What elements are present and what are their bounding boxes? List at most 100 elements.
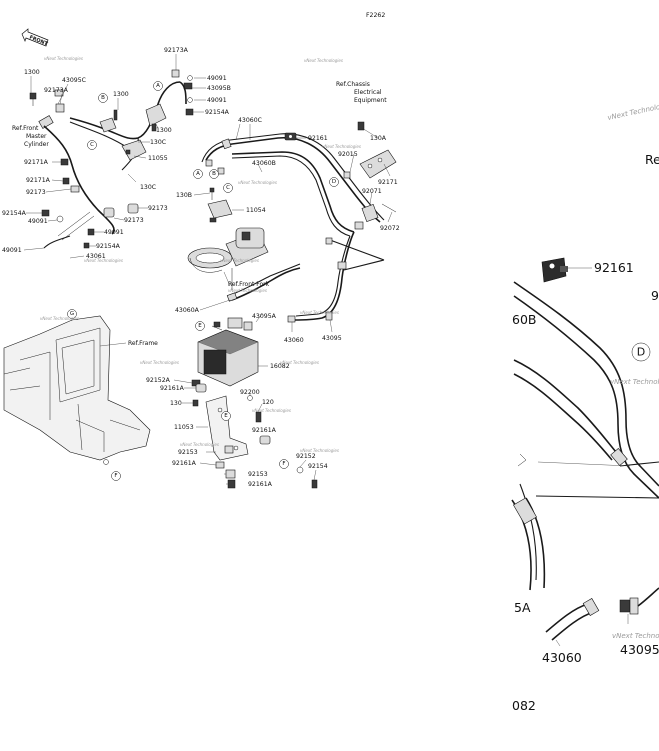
label-43095C: 43095C	[62, 77, 86, 84]
hose-43060A	[231, 267, 301, 301]
callout-circles: A B C A B C D E E F F G	[67, 81, 339, 481]
svg-text:vNext Technologies: vNext Technologies	[40, 316, 79, 321]
zoom-label-5A: 5A	[514, 600, 531, 615]
svg-text:G: G	[70, 311, 74, 317]
label-43060B: 43060B	[252, 160, 276, 167]
label-92171A-b: 92171A	[26, 177, 51, 184]
zoomed-detail-panel: D vNext Technologies vNext Technologies …	[511, 100, 659, 713]
svg-text:vNext Technologies: vNext Technologies	[220, 258, 259, 263]
svg-text:vNext Technologies: vNext Technologies	[304, 58, 343, 63]
svg-text:D: D	[637, 346, 645, 359]
svg-text:F: F	[282, 461, 285, 467]
ref-front-master-cylinder-2: Master	[26, 133, 47, 140]
label-49091-d: 49091	[104, 229, 124, 236]
label-130C-a: 130C	[150, 139, 166, 146]
zoom-label-9: 9	[651, 288, 659, 303]
svg-text:vNext Technologies: vNext Technologies	[44, 56, 83, 61]
label-49091-c: 49091	[28, 218, 48, 225]
label-130: 130	[170, 400, 182, 407]
label-92152A: 92152A	[146, 377, 171, 384]
label-43060: 43060	[284, 337, 304, 344]
ref-chassis-electrical-3: Equipment	[354, 97, 387, 104]
svg-text:vNext Technologies: vNext Technologies	[84, 258, 123, 263]
svg-text:E: E	[224, 413, 228, 419]
label-43061: 43061	[86, 253, 106, 260]
svg-text:D: D	[332, 179, 336, 185]
label-92161A-c: 92161A	[172, 460, 197, 467]
top-fitting-stack	[171, 69, 194, 116]
junction-block-11055	[121, 139, 147, 161]
label-92153-b: 92153	[248, 471, 268, 478]
label-92154A-c: 92154A	[96, 243, 121, 250]
front-master-cylinder-area	[29, 92, 65, 129]
hose-43060B	[231, 151, 355, 233]
junction-1300	[54, 89, 167, 133]
zoom-hose-lower	[513, 359, 617, 453]
label-43060A: 43060A	[175, 307, 200, 314]
clamp-11054	[207, 187, 233, 223]
hose-43095C	[43, 125, 115, 235]
zoom-clamp-92161	[541, 257, 568, 283]
svg-text:A: A	[156, 83, 160, 89]
front-arrow-icon: FRONT	[21, 28, 49, 48]
ref-chassis-electrical: Ref.Chassis	[336, 81, 370, 88]
label-92153-a: 92153	[178, 449, 198, 456]
zoom-label-60B: 60B	[512, 312, 536, 327]
svg-text:vNext Technologies: vNext Technologies	[607, 100, 659, 122]
label-92152: 92152	[296, 453, 316, 460]
label-11054: 11054	[246, 207, 266, 214]
label-11053: 11053	[174, 424, 194, 431]
ref-chassis-electrical-2: Electrical	[354, 89, 382, 96]
zoom-label-43095: 43095	[620, 642, 659, 657]
label-92154: 92154	[308, 463, 328, 470]
svg-text:vNext Technologies: vNext Technologies	[612, 632, 659, 640]
label-43095A: 43095A	[252, 313, 277, 320]
label-16082: 16082	[270, 363, 290, 370]
svg-text:C: C	[226, 185, 230, 191]
zoom-hose-upper	[513, 281, 659, 487]
front-fork-sketch	[187, 227, 269, 290]
label-92171A-a: 92171A	[24, 159, 49, 166]
hose-43095A	[293, 231, 355, 321]
svg-text:vNext Technologies: vNext Technologies	[238, 180, 277, 185]
leader-lines	[23, 54, 393, 485]
abs-unit-16082	[197, 317, 259, 387]
label-92161A-d: 92161A	[248, 481, 273, 488]
svg-text:F: F	[114, 473, 117, 479]
svg-text:vNext Technologies: vNext Technologies	[610, 378, 659, 386]
watermarks-left: vNext Technologies vNext Technologies vN…	[40, 56, 361, 453]
label-49091-b: 49091	[207, 97, 227, 104]
fittings-left	[41, 158, 139, 249]
label-92173-c: 92173	[124, 217, 144, 224]
label-92171: 92171	[378, 179, 398, 186]
svg-text:vNext Technologies: vNext Technologies	[300, 448, 339, 453]
ref-frame: Ref.Frame	[128, 340, 158, 347]
svg-text:B: B	[101, 95, 105, 101]
label-11055: 11055	[148, 155, 168, 162]
label-1300-b: 1300	[113, 91, 129, 98]
svg-text:vNext Technologies: vNext Technologies	[300, 310, 339, 315]
label-49091-a: 49091	[207, 75, 227, 82]
ref-front-master-cylinder: Ref.Front	[12, 125, 39, 132]
svg-text:vNext Technologies: vNext Technologies	[180, 442, 219, 447]
label-92173-a: 92173	[26, 189, 46, 196]
label-43095B: 43095B	[207, 85, 231, 92]
zoom-label-Re: Re	[645, 152, 659, 167]
zoom-callout-d	[631, 342, 651, 362]
label-92015: 92015	[338, 151, 358, 158]
label-43060C: 43060C	[238, 117, 262, 124]
label-92154A-a: 92154A	[205, 109, 230, 116]
svg-text:vNext Technologies: vNext Technologies	[252, 408, 291, 413]
svg-text:B: B	[212, 171, 216, 177]
label-120: 120	[262, 399, 274, 406]
zoom-label-082: 082	[512, 698, 536, 713]
frame-sketch	[3, 315, 151, 465]
label-92071: 92071	[362, 188, 382, 195]
abs-bracket-11053	[205, 395, 249, 461]
label-92173A-top: 92173A	[164, 47, 189, 54]
part-labels: 92173A 49091 43095B 49091 92154A 1300 43…	[2, 47, 400, 488]
label-130B: 130B	[176, 192, 192, 199]
label-92161A-a: 92161A	[160, 385, 185, 392]
label-130C-b: 130C	[140, 184, 156, 191]
